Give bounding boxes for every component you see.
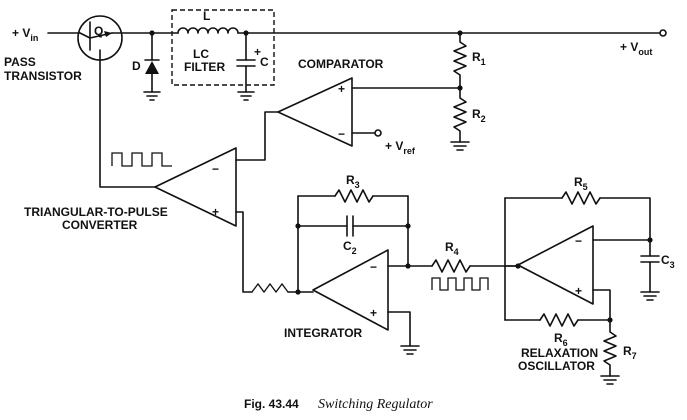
label-vin: + Vin	[12, 26, 38, 43]
label-vout: + Vout	[620, 40, 652, 57]
label-r2: R2	[472, 107, 486, 124]
vref-terminal	[374, 129, 382, 137]
wire-int-plus-ground	[387, 311, 411, 347]
diode-triangle	[145, 61, 159, 74]
label-relax-1: RELAXATION	[521, 346, 598, 360]
label-d: D	[132, 59, 141, 73]
pulse-waveform-icon	[111, 152, 172, 167]
label-c: C	[260, 55, 269, 69]
label-ttp-plus: +	[212, 205, 219, 219]
wire-r5-right	[599, 197, 651, 241]
label-r6: R6	[554, 331, 568, 348]
wire-ttp-plus	[235, 211, 253, 293]
label-ttp-minus: −	[212, 162, 219, 176]
inductor-l	[177, 27, 239, 34]
label-lc-1: LC	[193, 47, 209, 61]
label-vref: + Vref	[385, 139, 416, 156]
label-pass-2: TRANSISTOR	[4, 69, 82, 83]
label-cap-plus: +	[254, 45, 261, 59]
label-l: L	[203, 9, 210, 23]
label-r1: R1	[472, 50, 486, 67]
resistor-r1	[453, 32, 467, 89]
label-integrator: INTEGRATOR	[284, 326, 363, 340]
label-osc-minus: −	[575, 234, 582, 248]
label-osc-plus: +	[575, 284, 582, 298]
label-int-plus: +	[370, 306, 377, 320]
label-int-minus: −	[370, 260, 377, 274]
resistor-r6	[539, 313, 579, 327]
integrator-opamp	[312, 249, 389, 331]
lc-filter-box	[171, 9, 275, 86]
relaxation-oscillator-opamp	[517, 225, 594, 305]
label-lc-2: FILTER	[184, 60, 225, 74]
vout-terminal	[659, 29, 667, 37]
resistor-r3	[334, 189, 374, 203]
label-c3: C3	[661, 253, 675, 270]
label-pass-1: PASS	[4, 55, 36, 69]
wire-comp-to-ttp	[235, 111, 279, 161]
label-ttp-1: TRIANGULAR-TO-PULSE	[24, 205, 168, 219]
label-comparator: COMPARATOR	[298, 57, 384, 71]
label-q: Q	[94, 24, 103, 38]
transistor-collector	[79, 32, 91, 39]
comparator-opamp	[277, 77, 353, 147]
label-r7: R7	[623, 344, 637, 361]
resistor-r2	[453, 87, 467, 143]
resistor-r4	[431, 259, 471, 273]
resistor-r7	[603, 319, 617, 377]
triangle-waveform-icon	[251, 282, 289, 294]
junction-int-out	[405, 263, 411, 269]
figure-title: Switching Regulator	[318, 397, 433, 412]
label-relax-2: OSCILLATOR	[518, 359, 595, 373]
ttp-converter-opamp	[154, 147, 237, 227]
label-comp-plus: +	[338, 82, 345, 96]
label-r4: R4	[445, 240, 459, 257]
emitter-arrow	[104, 31, 112, 37]
label-comp-minus: −	[338, 127, 345, 141]
label-r3: R3	[346, 173, 360, 190]
figure-number: Fig. 43.44	[244, 397, 299, 411]
wire-osc-plus	[592, 289, 611, 321]
label-ttp-2: CONVERTER	[62, 218, 138, 232]
label-c2: C2	[343, 239, 357, 256]
square-waveform-icon	[431, 277, 489, 291]
resistor-r5	[561, 191, 601, 205]
wire-ttp-to-base	[99, 59, 156, 188]
label-r5: R5	[574, 175, 588, 192]
